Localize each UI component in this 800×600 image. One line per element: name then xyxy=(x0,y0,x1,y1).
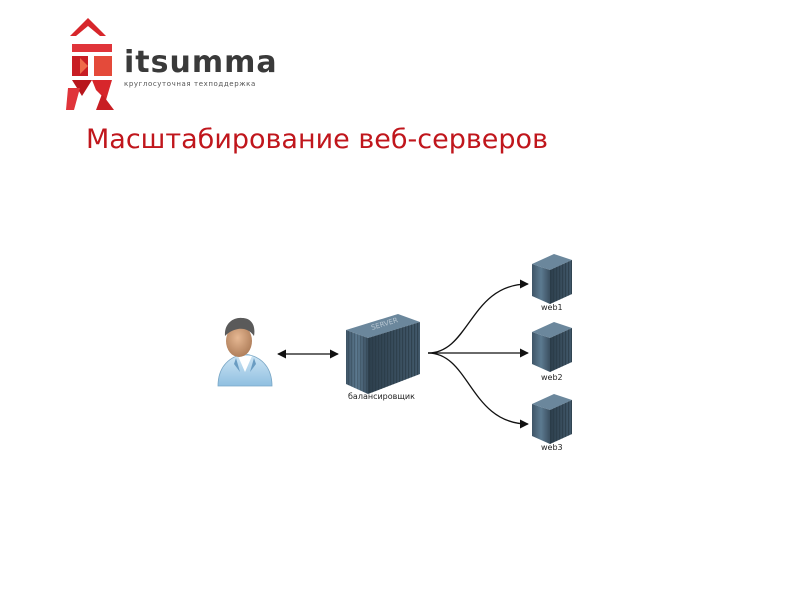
logo-mark-icon xyxy=(66,18,114,110)
web1-server-icon xyxy=(532,254,572,304)
web2-label: web2 xyxy=(541,373,563,382)
slide-title: Масштабирование веб-серверов xyxy=(86,124,548,155)
user-icon xyxy=(217,317,273,387)
logo-wordmark: itsumma xyxy=(124,45,278,80)
itsumma-logo: itsumma круглосуточная техподдержка xyxy=(66,18,291,110)
balancer-server-icon: SERVER xyxy=(346,314,420,394)
logo-tagline: круглосуточная техподдержка xyxy=(124,80,256,88)
edge-balancer-web1 xyxy=(427,279,529,354)
edge-balancer-web3 xyxy=(427,352,529,429)
web3-label: web3 xyxy=(541,443,563,452)
balancer-label: балансировщик xyxy=(348,392,415,401)
web3-server-icon xyxy=(532,394,572,444)
web1-label: web1 xyxy=(541,303,563,312)
web2-server-icon xyxy=(532,322,572,372)
